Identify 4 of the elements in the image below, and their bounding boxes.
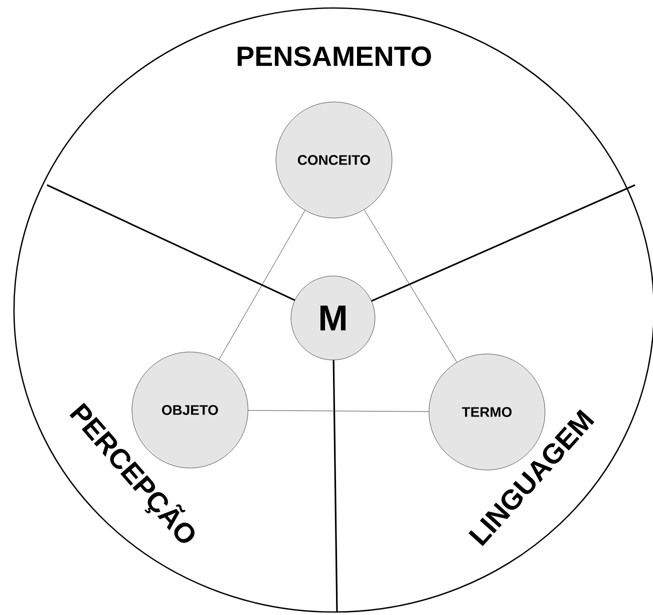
- connector-line: [218, 210, 306, 360]
- connector-line: [364, 210, 458, 362]
- sector-label: PENSAMENTO: [238, 46, 431, 66]
- connector-line: [248, 410, 429, 412]
